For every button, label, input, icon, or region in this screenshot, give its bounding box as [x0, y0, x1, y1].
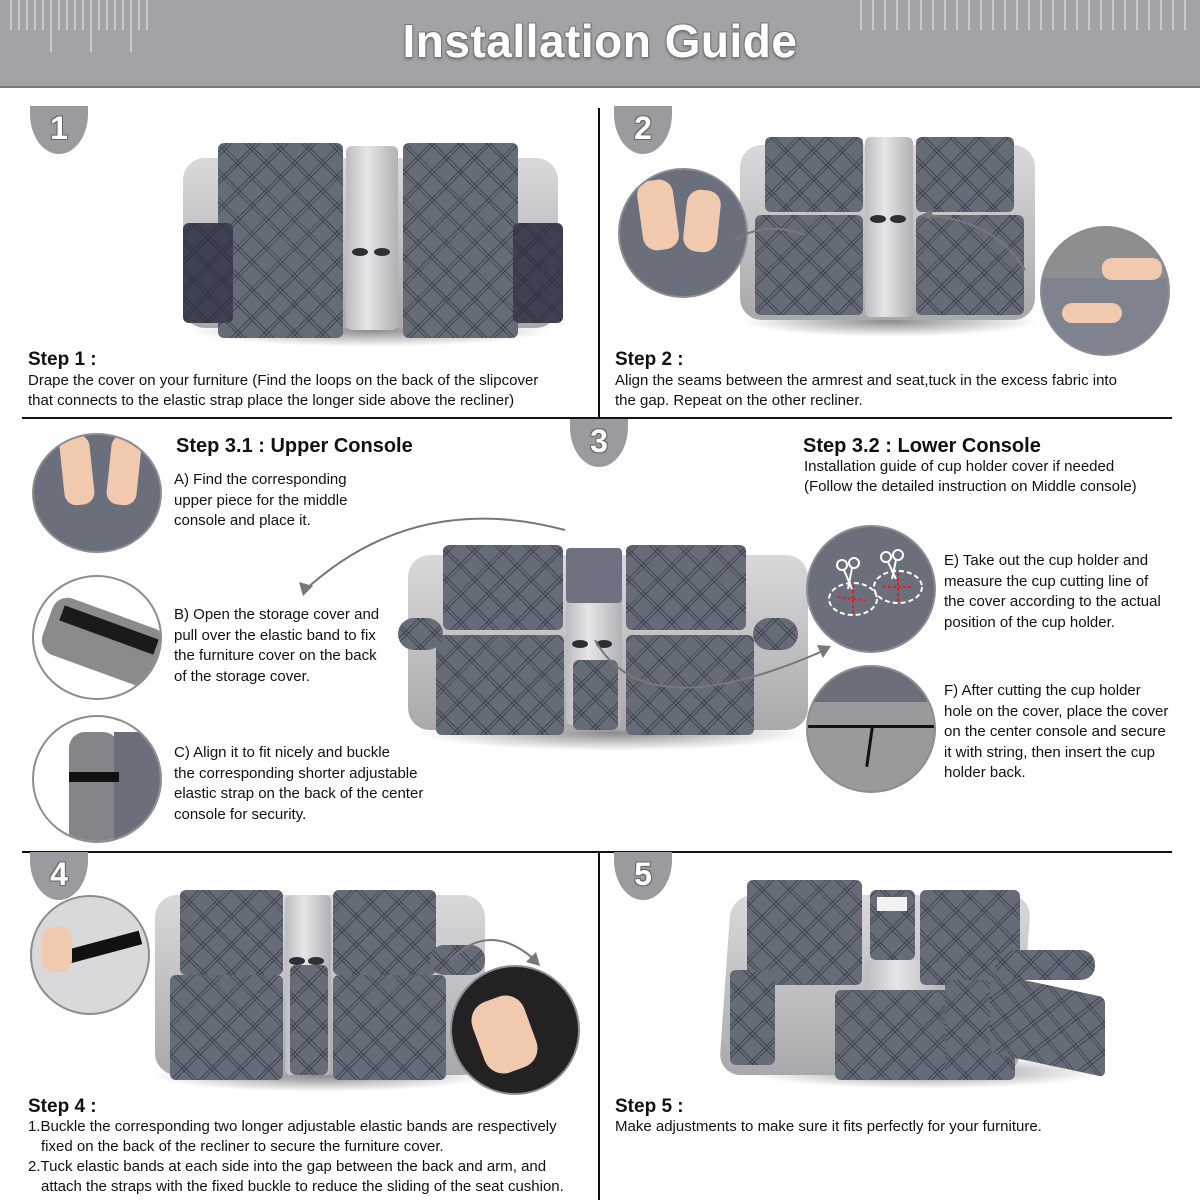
step-3-loveseat-illustration [398, 540, 818, 751]
text-line: F) After cutting the cup holder [944, 682, 1141, 699]
step-2-badge: 2 [614, 106, 672, 154]
text-line: the corresponding shorter adjustable [174, 764, 418, 782]
divider-col-bottom [598, 852, 600, 1200]
step-1-description: Drape the cover on your furniture (Find … [28, 371, 588, 411]
step-3-b-detail-storage-cover [32, 575, 162, 700]
step-1-line: Drape the cover on your furniture (Find … [28, 372, 539, 389]
text-line: holder back. [944, 764, 1026, 781]
text-line: console for security. [174, 805, 307, 823]
step-5-description: Make adjustments to make sure it fits pe… [615, 1117, 1185, 1137]
step-1-line: that connects to the elastic strap place… [28, 392, 515, 409]
step-5-badge: 5 [614, 852, 672, 900]
text-line: A) Find the corresponding [174, 471, 347, 488]
step-4-detail-buckle [30, 895, 150, 1015]
step-2-arrows [734, 209, 1026, 271]
step-2-detail-hands-tucking [618, 168, 748, 298]
step-3-a-text: A) Find the corresponding upper piece fo… [174, 470, 347, 532]
step-2-detail-armrest [1040, 226, 1170, 356]
text-line: on the center console and secure [944, 723, 1166, 740]
step-4-line: 1.Buckle the corresponding two longer ad… [28, 1118, 557, 1135]
text-line: measure the cup cutting line of [944, 572, 1149, 590]
scissors-icon [828, 549, 923, 616]
text-line: position of the cup holder. [944, 613, 1115, 631]
step-3-e-detail-cut-lines [806, 525, 936, 653]
step-3-c-text: C) Align it to fit nicely and buckle the… [174, 743, 423, 825]
step-2-loveseat-illustration [740, 135, 1040, 337]
step-4-arrow [449, 939, 540, 966]
page-title: Installation Guide [402, 15, 798, 67]
step-3-c-detail-strap-buckle [32, 715, 162, 843]
text-line: it with string, then insert the cup [944, 743, 1155, 761]
step-3-2-intro: Installation guide of cup holder cover i… [804, 457, 1137, 497]
text-line: B) Open the storage cover and [174, 606, 380, 623]
text-line: of the storage cover. [174, 667, 310, 685]
step-4-line: 2.Tuck elastic bands at each side into t… [28, 1158, 547, 1175]
text-line: Installation guide of cup holder cover i… [804, 458, 1115, 475]
step-2-description: Align the seams between the armrest and … [615, 371, 1185, 411]
text-line: the furniture cover on the back [174, 647, 377, 664]
step-1-loveseat-illustration [178, 138, 563, 347]
step-2-heading: Step 2 : [615, 349, 684, 370]
header-banner: Installation Guide [0, 0, 1200, 88]
ruler-decoration-left [10, 0, 150, 60]
text-line: elastic strap on the back of the center [174, 785, 424, 802]
step-3-arrows [299, 517, 831, 689]
text-line: console and place it. [174, 512, 311, 529]
text-line: the cover according to the actual [944, 593, 1161, 610]
step-5-loveseat-illustration [718, 875, 1105, 1089]
step-1-heading: Step 1 : [28, 349, 97, 370]
step-2-line: the gap. Repeat on the other recliner. [615, 392, 863, 409]
step-3-e-text: E) Take out the cup holder and measure t… [944, 551, 1161, 633]
step-3-1-heading: Step 3.1 : Upper Console [176, 435, 413, 457]
step-4-detail-strap [450, 965, 580, 1095]
step-4-line: fixed on the back of the recliner to sec… [41, 1138, 444, 1155]
step-4-heading: Step 4 : [28, 1096, 97, 1117]
step-3-b-text: B) Open the storage cover and pull over … [174, 605, 379, 687]
step-3-f-text: F) After cutting the cup holder hole on … [944, 681, 1168, 784]
text-line: E) Take out the cup holder and [944, 552, 1149, 569]
text-line: C) Align it to fit nicely and buckle [174, 744, 390, 761]
text-line: upper piece for the middle [174, 491, 348, 509]
step-5-heading: Step 5 : [615, 1096, 684, 1117]
text-line: pull over the elastic band to fix [174, 626, 376, 644]
label-tag [877, 897, 907, 911]
divider-row2 [22, 851, 1172, 853]
step-3-badge: 3 [570, 419, 628, 467]
step-4-line: attach the straps with the fixed buckle … [41, 1178, 564, 1195]
text-line: hole on the cover, place the cover [944, 702, 1169, 720]
step-3-f-detail-string-tie [806, 665, 936, 793]
divider-row1 [22, 417, 1172, 419]
step-3-2-heading: Step 3.2 : Lower Console [803, 435, 1041, 457]
step-2-line: Align the seams between the armrest and … [615, 372, 1117, 389]
step-3-a-detail-hands [32, 433, 162, 553]
step-5-line: Make adjustments to make sure it fits pe… [615, 1118, 1042, 1135]
step-1-badge: 1 [30, 106, 88, 154]
text-line: (Follow the detailed instruction on Midd… [804, 478, 1137, 495]
ruler-decoration-right [860, 0, 1200, 60]
step-4-description: 1.Buckle the corresponding two longer ad… [28, 1117, 593, 1197]
step-4-loveseat-illustration [140, 885, 500, 1092]
step-4-badge: 4 [30, 852, 88, 900]
divider-col-top [598, 108, 600, 418]
